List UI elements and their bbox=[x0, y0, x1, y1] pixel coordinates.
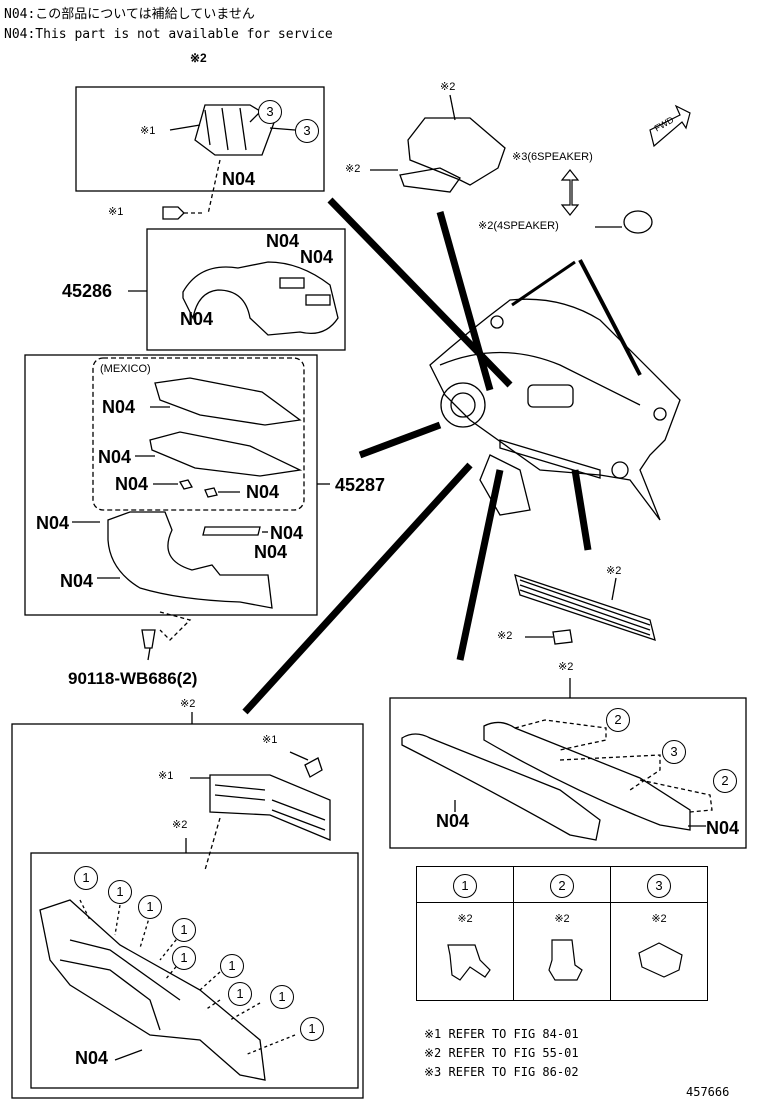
n04-label: N04 bbox=[60, 571, 94, 591]
callout-1: 1 bbox=[172, 918, 196, 942]
ref2-label: ※2 bbox=[172, 819, 188, 831]
callout-3: 3 bbox=[662, 740, 686, 764]
speaker-4-label: ※2(4SPEAKER) bbox=[478, 220, 559, 232]
n04-label: N04 bbox=[254, 542, 288, 562]
ref2-label: ※2 bbox=[180, 698, 196, 710]
ref1-label: ※1 bbox=[108, 206, 124, 218]
n04-label: N04 bbox=[270, 523, 304, 543]
figure-number: 457666 bbox=[686, 1085, 730, 1099]
box-45287 bbox=[24, 354, 318, 616]
box-center-panel bbox=[30, 852, 359, 1089]
note-japanese: N04:この部品については補給していません bbox=[4, 7, 255, 22]
callout-1: 1 bbox=[228, 982, 252, 1006]
meter-hood bbox=[440, 382, 486, 428]
callout-1: 1 bbox=[74, 866, 98, 890]
box-center-cluster bbox=[11, 723, 364, 1099]
column-cover-upper bbox=[182, 261, 339, 336]
part-number-45286: 45286 bbox=[62, 281, 113, 301]
clip-type-2-drawing bbox=[548, 939, 583, 981]
mexico-label: (MEXICO) bbox=[100, 363, 151, 375]
screw-bottom bbox=[304, 757, 323, 778]
bolt-part-number: 90118-WB686(2) bbox=[68, 669, 198, 688]
fwd-arrow bbox=[649, 104, 691, 148]
n04-label: N04 bbox=[98, 447, 132, 467]
screw-part-top bbox=[162, 206, 185, 220]
reference-3: ※3 REFER TO FIG 86-02 bbox=[424, 1065, 579, 1079]
n04-label: N04 bbox=[222, 169, 256, 189]
box-45286 bbox=[146, 228, 346, 351]
ref2-label: ※2 bbox=[440, 81, 456, 93]
n04-label: N04 bbox=[180, 309, 214, 329]
mexico-cover-2 bbox=[149, 431, 303, 477]
clip-grille bbox=[552, 629, 573, 645]
ref1-label: ※1 bbox=[262, 734, 278, 746]
part-number-45287: 45287 bbox=[335, 475, 386, 495]
reference-2: ※2 REFER TO FIG 55-01 bbox=[424, 1046, 579, 1060]
legend-header-1: 1 bbox=[453, 874, 477, 898]
n04-label: N04 bbox=[706, 818, 740, 838]
ref1-label: ※1 bbox=[140, 125, 156, 137]
clip-legend-table: 1 2 3 ※2 ※2 ※2 bbox=[416, 866, 708, 1001]
garnish-left bbox=[401, 733, 601, 841]
garnish-right bbox=[483, 721, 691, 831]
speaker-cover-small bbox=[623, 210, 653, 234]
callout-1: 1 bbox=[220, 954, 244, 978]
n04-label: N04 bbox=[300, 247, 334, 267]
n04-label: N04 bbox=[115, 474, 149, 494]
legend-note-1: ※2 bbox=[457, 913, 473, 925]
box-garnish bbox=[389, 697, 747, 849]
n04-label: N04 bbox=[102, 397, 136, 417]
legend-note-2: ※2 bbox=[554, 913, 570, 925]
clip-type-1-drawing bbox=[447, 944, 491, 981]
note-english: N04:This part is not available for servi… bbox=[4, 27, 333, 42]
ref2-label: ※2 bbox=[558, 661, 574, 673]
callout-1: 1 bbox=[108, 880, 132, 904]
callout-3: 3 bbox=[258, 100, 282, 124]
mexico-cover-1 bbox=[154, 377, 302, 426]
center-panel-part bbox=[39, 899, 266, 1081]
instrument-panel bbox=[429, 298, 681, 521]
bolt-90118 bbox=[141, 629, 156, 649]
hazard-switch bbox=[209, 774, 331, 841]
speaker-arrow bbox=[560, 169, 580, 216]
legend-note-3: ※2 bbox=[651, 913, 667, 925]
callout-2: 2 bbox=[606, 708, 630, 732]
speaker-6-label: ※3(6SPEAKER) bbox=[512, 151, 593, 163]
n04-label: N04 bbox=[436, 811, 470, 831]
ref2-label: ※2 bbox=[190, 51, 207, 65]
callout-1: 1 bbox=[270, 985, 294, 1009]
n04-label: N04 bbox=[266, 231, 300, 251]
ref1-label: ※1 bbox=[158, 770, 174, 782]
box-upper-switch bbox=[75, 86, 325, 192]
callout-1: 1 bbox=[172, 946, 196, 970]
callout-2: 2 bbox=[713, 769, 737, 793]
legend-header-2: 2 bbox=[550, 874, 574, 898]
speaker-grille-center bbox=[407, 117, 506, 186]
legend-header-3: 3 bbox=[647, 874, 671, 898]
ref2-label: ※2 bbox=[606, 565, 622, 577]
n04-label: N04 bbox=[75, 1048, 109, 1068]
n04-label: N04 bbox=[36, 513, 70, 533]
ref2-label: ※2 bbox=[497, 630, 513, 642]
column-cover-lower bbox=[107, 511, 273, 609]
callout-1: 1 bbox=[300, 1017, 324, 1041]
clip-type-3-drawing bbox=[638, 942, 683, 978]
callout-3: 3 bbox=[295, 119, 319, 143]
mexico-dashed-box bbox=[92, 357, 305, 511]
callout-1: 1 bbox=[138, 895, 162, 919]
n04-label: N04 bbox=[246, 482, 280, 502]
defroster-grille bbox=[514, 574, 656, 641]
ref2-label: ※2 bbox=[345, 163, 361, 175]
reference-1: ※1 REFER TO FIG 84-01 bbox=[424, 1027, 579, 1041]
